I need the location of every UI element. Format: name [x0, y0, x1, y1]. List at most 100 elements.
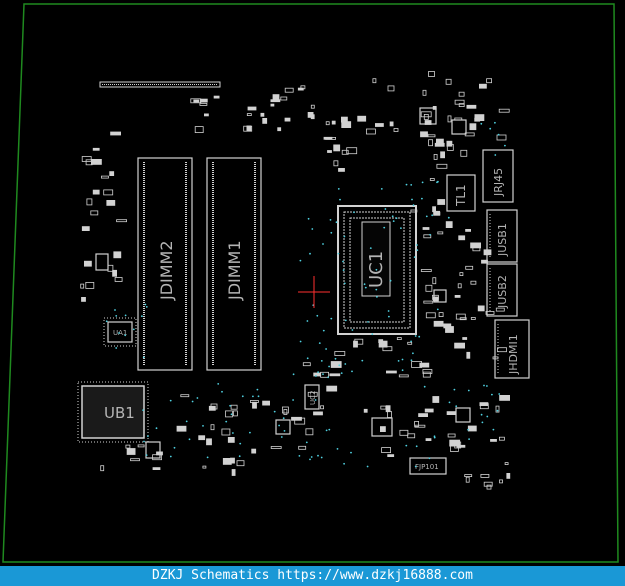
smd-part	[106, 199, 116, 206]
smd-part	[284, 117, 291, 122]
via	[481, 421, 484, 424]
via	[410, 359, 413, 362]
smd-part	[498, 436, 505, 441]
misc-components	[80, 71, 511, 490]
smd-part	[305, 428, 314, 436]
via	[325, 348, 327, 350]
via	[421, 197, 423, 200]
smd-part	[432, 296, 439, 302]
via	[241, 395, 244, 398]
via	[498, 393, 501, 395]
smd-part	[477, 305, 485, 312]
via	[142, 409, 145, 411]
chip-ua1[interactable]: UA1	[103, 317, 137, 347]
via	[330, 231, 333, 234]
jusb1-label: JUSB1	[496, 223, 509, 257]
smd-part	[203, 113, 209, 117]
smd-part	[230, 404, 238, 410]
connector-jusb2[interactable]: JUSB2	[486, 263, 518, 317]
smd-part	[246, 113, 252, 116]
via	[115, 315, 118, 317]
smd-part	[331, 120, 336, 125]
via	[363, 283, 366, 286]
via	[366, 465, 369, 468]
dimm-slot-jdimm2[interactable]: JDIMM2	[137, 157, 193, 371]
via	[325, 429, 328, 432]
connector-jhdmi1[interactable]: JHDMI1	[494, 319, 530, 379]
dimm-slot-jdimm1[interactable]: JDIMM1	[206, 157, 262, 371]
via	[188, 438, 191, 441]
smd-part	[338, 167, 345, 172]
smd-part	[230, 457, 235, 464]
smd-part	[465, 228, 472, 232]
via	[384, 208, 387, 210]
top-connector	[99, 81, 221, 88]
via	[169, 455, 172, 458]
smd-part	[466, 351, 471, 359]
smd-part	[464, 474, 473, 478]
smd-part	[281, 406, 289, 414]
via	[310, 456, 313, 458]
component-tl1[interactable]: TL1	[446, 174, 476, 212]
chip-ub1[interactable]: UB1	[77, 381, 149, 443]
jhdmi1-label: JHDMI1	[507, 334, 520, 375]
smd-part	[499, 479, 503, 484]
smd-part	[152, 467, 161, 471]
smd-part	[425, 438, 432, 442]
small-ic	[275, 419, 291, 435]
smd-part	[247, 106, 257, 111]
smd-part	[116, 219, 127, 223]
smd-part	[329, 373, 341, 377]
smd-part	[206, 438, 212, 446]
smd-part	[445, 221, 453, 229]
smd-part	[457, 283, 462, 289]
via	[380, 188, 383, 190]
smd-part	[506, 472, 511, 479]
smd-part	[232, 410, 238, 417]
via	[369, 247, 372, 250]
via	[401, 358, 404, 361]
smd-part	[446, 140, 453, 147]
via	[229, 404, 232, 407]
smd-part	[86, 198, 93, 206]
smd-part	[432, 277, 437, 285]
smd-part	[433, 153, 438, 160]
via	[411, 198, 413, 201]
via	[298, 455, 301, 457]
connector-jrj45[interactable]: JRJ45	[482, 149, 514, 203]
via	[232, 432, 234, 434]
smd-part	[262, 400, 271, 406]
via	[105, 320, 108, 323]
smd-part	[252, 401, 257, 409]
via	[337, 188, 340, 190]
via	[436, 181, 438, 184]
smd-part	[459, 272, 464, 277]
smd-part	[455, 313, 466, 320]
connector-jusb1[interactable]: JUSB1	[486, 209, 518, 263]
smd-part	[313, 372, 322, 377]
smd-part	[460, 149, 468, 157]
smd-part	[85, 281, 95, 289]
via	[217, 383, 220, 385]
jumper-fjp101[interactable]: FJP101	[409, 457, 447, 475]
smd-part	[202, 465, 207, 469]
smd-part	[470, 317, 476, 320]
smd-part	[372, 78, 377, 84]
chip-uc2[interactable]: UC2	[304, 384, 320, 410]
via	[401, 369, 404, 372]
via	[453, 388, 456, 391]
smd-part	[480, 473, 490, 478]
via	[342, 260, 344, 263]
smd-part	[445, 78, 452, 85]
via	[415, 445, 418, 448]
via	[306, 357, 309, 360]
smd-part	[490, 438, 497, 442]
pcb-layout-canvas[interactable]: JDIMM2 JDIMM1 UC1 UB1 UA1 TL1 JRJ45	[0, 0, 625, 566]
via	[283, 430, 286, 432]
smd-part	[419, 362, 430, 368]
via	[114, 309, 116, 311]
via	[414, 465, 417, 468]
via	[317, 454, 319, 457]
smd-part	[84, 260, 92, 267]
via	[416, 249, 419, 252]
